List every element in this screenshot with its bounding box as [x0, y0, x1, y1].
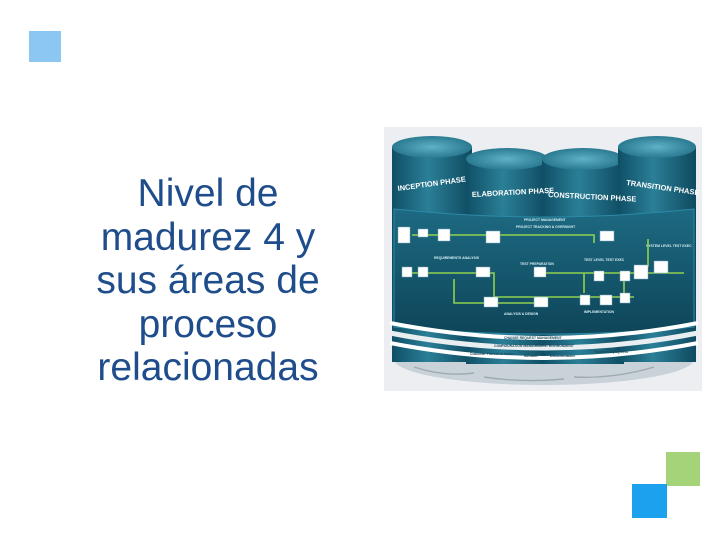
decorative-square-top	[29, 31, 61, 62]
ring-labels: CONFIGURATION MANAGEMENT CHANGE REQUEST …	[494, 329, 575, 348]
ring-label: CONFIGURATION MANAGEMENT	[512, 329, 567, 333]
cylinder-elaboration-top	[466, 148, 548, 170]
band-label: PROJECT MANAGEMENT	[524, 218, 567, 222]
cylinder-construction-top	[542, 148, 624, 170]
footer-label: Customer Furnished Items	[470, 352, 513, 356]
ring-label: CHANGE REQUEST MANAGEMENT	[504, 336, 563, 340]
band-label: SYSTEM LEVEL TEST EXEC	[646, 244, 692, 248]
phase-label: ELABORATION PHASE	[472, 186, 555, 199]
title-line: relacionadas	[97, 346, 319, 390]
footer-labels: Customer Furnished Items Software Docume…	[470, 350, 629, 358]
decorative-square-green	[666, 452, 700, 486]
footer-label: Test and Deployment	[594, 350, 629, 354]
cylinder-inception-top	[392, 136, 472, 158]
ring-3	[389, 341, 699, 360]
title-line: proceso	[138, 302, 278, 346]
title-line: madurez 4 y	[100, 215, 316, 259]
flow-lines	[412, 234, 684, 304]
process-lifecycle-diagram: INCEPTION PHASE ELABORATION PHASE CONSTR…	[384, 127, 702, 391]
band-label: PROJECT TRACKING & OVERSIGHT	[516, 225, 576, 229]
slide-title: Nivel de madurez 4 y sus áreas de proces…	[58, 172, 358, 390]
band-label: TEST LEVEL TEST EXEC	[584, 258, 625, 262]
band-label: IMPLEMENTATION	[584, 310, 615, 314]
band-label: TEST PREPARATION	[520, 262, 554, 266]
ring-1	[389, 321, 699, 340]
title-line: sus áreas de	[96, 259, 320, 303]
decorative-square-blue	[632, 484, 667, 518]
band-labels: PROJECT MANAGEMENT PROJECT TRACKING & OV…	[434, 218, 692, 316]
diagram-svg: INCEPTION PHASE ELABORATION PHASE CONSTR…	[389, 136, 700, 385]
ring-2	[389, 330, 699, 351]
footer-label: Documentation	[550, 354, 575, 358]
footer-label: Software	[524, 354, 538, 358]
cylinder-transition-top	[618, 136, 696, 158]
ring-label: CONFIGURATION MANAGEMENT ENVIRONMENT	[494, 344, 575, 348]
process-boxes	[397, 226, 669, 308]
band-label: ANALYSIS & DESIGN	[504, 312, 539, 316]
title-line: Nivel de	[137, 172, 279, 215]
band-label: REQUIREMENTS ANALYSIS	[434, 256, 480, 260]
cycle-arrows	[413, 366, 655, 382]
